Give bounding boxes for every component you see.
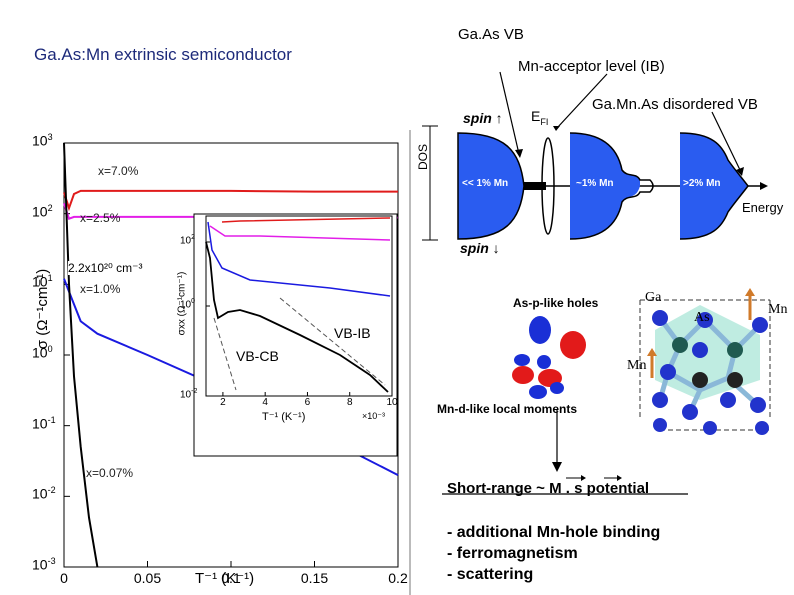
inset-xtick-label: 2 — [220, 397, 226, 408]
page-title: Ga.As:Mn extrinsic semiconductor — [34, 45, 292, 64]
main-xlabel: T⁻¹ (K⁻¹) — [195, 570, 255, 587]
density-label: 2.2x10²⁰ cm⁻³ — [68, 261, 143, 275]
crystal-label-ga: Ga — [645, 290, 662, 305]
main-xtick-label: 0.15 — [300, 570, 329, 586]
crystal-label-as: As — [694, 310, 710, 325]
curve-label-7: x=7.0% — [98, 164, 139, 178]
curve-label-007: x=0.07% — [86, 466, 134, 480]
bullet-item: - ferromagnetism — [447, 545, 578, 562]
spin-up-label: spin ↑ — [463, 110, 503, 126]
fermi-label: EFI — [531, 108, 549, 127]
main-ytick-label: 101 — [32, 273, 53, 290]
main-ytick-label: 10-2 — [32, 485, 56, 502]
inset-curve-black — [205, 241, 389, 393]
band-label-high: >2% Mn — [683, 178, 721, 189]
band-high-mn — [679, 132, 749, 240]
dos-diagram — [422, 71, 768, 241]
short-range-label: Short-range ~ M . s potential — [447, 480, 650, 497]
curve-label-2-5: x=2.5% — [80, 211, 121, 225]
label-gamnas-vb: Ga.Mn.As disordered VB — [592, 96, 758, 113]
orbital-label-top: As-p-like holes — [513, 296, 599, 310]
inset-ytick-label: 102 — [180, 234, 196, 247]
arrow-gaas-vb — [499, 71, 520, 155]
fermi-ellipse — [541, 137, 555, 235]
inset-xtick-label: 6 — [304, 397, 311, 408]
main-ytick-label: 103 — [32, 132, 53, 149]
impurity-band-narrow — [524, 182, 546, 190]
label-vb-ib: VB-IB — [334, 325, 371, 341]
main-ytick-label: 10-3 — [32, 556, 56, 573]
band-label-mid: ~1% Mn — [576, 178, 614, 189]
main-xtick-label: 0 — [60, 570, 68, 586]
bullet-list: - additional Mn-hole binding - ferromagn… — [447, 522, 660, 585]
main-xtick-label: 0.2 — [388, 570, 408, 586]
crystal-lattice — [639, 288, 771, 435]
inset-curve-magenta — [209, 225, 391, 241]
series-line — [63, 142, 99, 568]
dos-label: DOS — [416, 143, 430, 170]
inset-xlabel: T⁻¹ (K⁻¹) — [262, 411, 306, 423]
arrow-mn-acceptor — [556, 73, 608, 129]
atoms — [652, 310, 769, 435]
arrow-gamnas-vb — [711, 111, 742, 173]
energy-label: Energy — [742, 200, 784, 215]
inset-curve-red — [221, 217, 391, 223]
label-gaas-vb: Ga.As VB — [458, 26, 524, 43]
band-low-mn — [457, 132, 525, 240]
bullet-item: - scattering — [447, 566, 534, 583]
series-line — [63, 189, 398, 212]
inset-ytick-label: 10-2 — [180, 388, 198, 401]
inset-fit-vbcb — [213, 317, 237, 391]
orbital-label-bottom: Mn-d-like local moments — [437, 402, 578, 416]
label-mn-acceptor: Mn-acceptor level (IB) — [518, 58, 665, 75]
main-xtick-label: 0.05 — [133, 570, 162, 586]
curve-label-1: x=1.0% — [80, 282, 121, 296]
inset-plot — [193, 213, 398, 457]
label-vb-cb: VB-CB — [236, 348, 279, 364]
main-xtick-label: 0.1 — [221, 570, 241, 586]
inset-xtick-label: 4 — [262, 397, 268, 408]
main-ytick-label: 102 — [32, 202, 53, 220]
inset-bg — [193, 213, 398, 457]
inset-curves — [205, 217, 391, 393]
band-label-low: << 1% Mn — [462, 178, 509, 189]
spin-down-label: spin ↓ — [460, 240, 500, 256]
inset-ytick-label: 100 — [180, 298, 196, 311]
crystal-label-mn-top: Mn — [768, 302, 788, 317]
inset-xtick-label: 8 — [346, 397, 353, 408]
inset-xmult: ×10⁻³ — [362, 411, 386, 421]
inset-curve-blue — [207, 221, 391, 297]
main-ytick-label: 10-1 — [32, 414, 56, 432]
bullet-item: - additional Mn-hole binding — [447, 524, 661, 541]
band-mid-mn — [569, 132, 654, 240]
inset-fit-vbib — [279, 297, 386, 386]
inset-xtick-label: 10 — [386, 397, 398, 408]
orbital-diagram — [512, 316, 586, 399]
crystal-label-mn-left: Mn — [627, 358, 647, 373]
main-ytick-label: 100 — [32, 344, 53, 361]
